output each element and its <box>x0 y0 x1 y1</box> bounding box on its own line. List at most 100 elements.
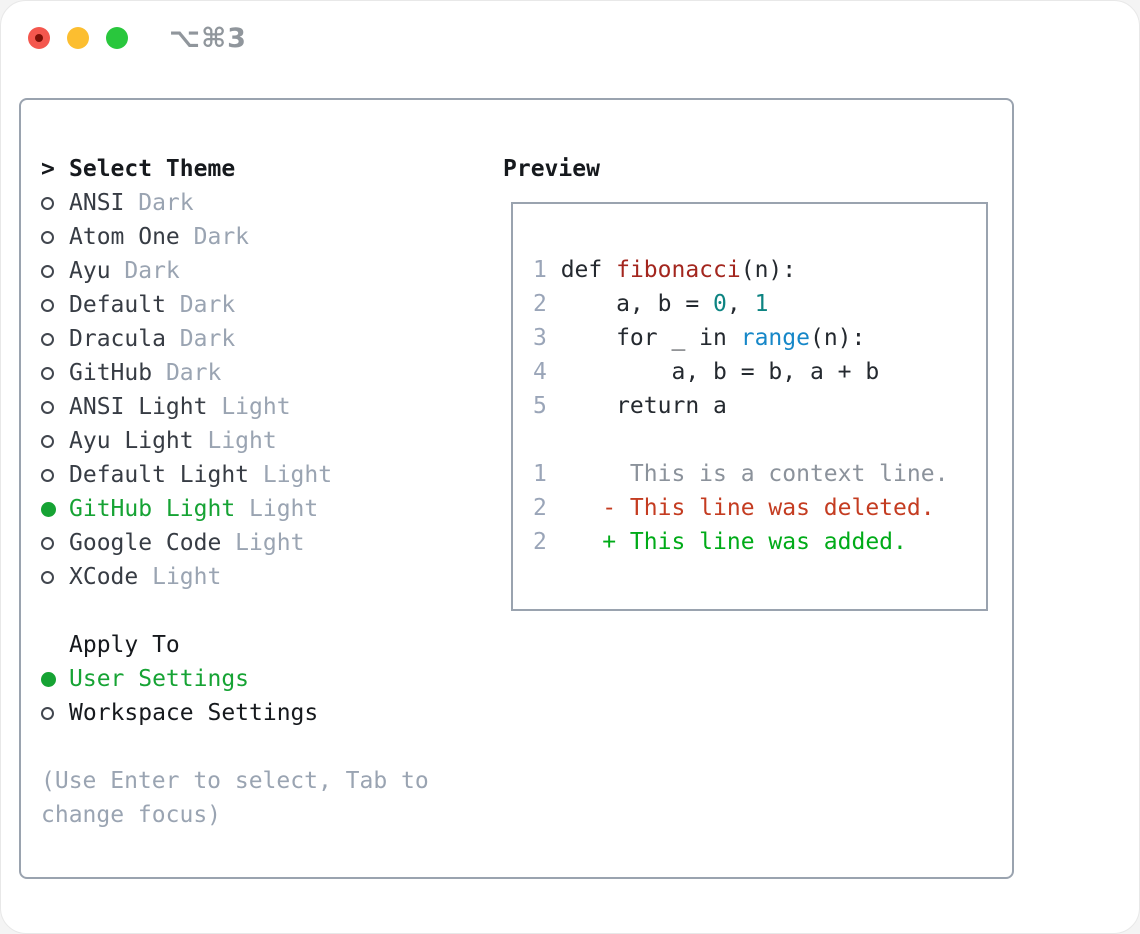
code-token-num: 0 <box>713 291 727 317</box>
select-theme-heading-row: > Select Theme <box>41 152 491 186</box>
radio-unselected-icon <box>41 706 54 720</box>
radio-unselected-icon <box>41 230 54 244</box>
theme-option-ansi[interactable]: ANSI Dark <box>41 186 491 220</box>
code-line: 2 + This line was added. <box>533 525 948 559</box>
radio-cell <box>41 298 69 312</box>
theme-name: ANSI <box>69 190 125 216</box>
theme-option-atom-one[interactable]: Atom One Dark <box>41 220 491 254</box>
code-token-add: + This line was added. <box>546 529 907 555</box>
code-token-func: fibonacci <box>616 257 741 283</box>
theme-variant: Light <box>249 462 333 488</box>
radio-selected-icon <box>41 671 56 687</box>
radio-unselected-icon <box>41 434 54 448</box>
radio-unselected-icon <box>41 468 54 482</box>
theme-name: Ayu <box>69 258 111 284</box>
code-line: 2 - This line was deleted. <box>533 491 948 525</box>
line-number: 4 <box>533 359 547 385</box>
theme-name: Atom One <box>69 224 180 250</box>
line-number: 1 <box>533 257 547 283</box>
theme-variant: Light <box>221 530 305 556</box>
apply-option-workspace-settings[interactable]: Workspace Settings <box>41 696 491 730</box>
radio-cell <box>41 332 69 346</box>
code-token-ink: (n): <box>809 325 866 351</box>
line-number: 5 <box>533 393 547 419</box>
radio-cell <box>41 671 69 687</box>
radio-unselected-icon <box>41 366 54 380</box>
radio-cell <box>41 536 69 550</box>
prompt-icon: > <box>41 156 55 182</box>
apply-to-heading: Apply To <box>69 632 180 658</box>
theme-name: GitHub <box>69 360 153 386</box>
radio-cell <box>41 434 69 448</box>
code-line: 2 a, b = 0, 1 <box>533 287 948 321</box>
theme-variant: Dark <box>165 326 236 352</box>
theme-option-default[interactable]: Default Dark <box>41 288 491 322</box>
titlebar: ⌥⌘3 <box>1 1 1139 75</box>
theme-option-github-light[interactable]: GitHub Light Light <box>41 492 491 526</box>
theme-option-google-code[interactable]: Google Code Light <box>41 526 491 560</box>
select-theme-heading: Select Theme <box>69 156 236 182</box>
code-blank-line <box>533 423 948 457</box>
line-number: 3 <box>533 325 547 351</box>
code-token-ink: def <box>546 257 617 283</box>
theme-name: Default Light <box>69 462 250 488</box>
radio-unselected-icon <box>41 298 54 312</box>
code-line: 1 def fibonacci(n): <box>533 253 948 287</box>
theme-name: XCode <box>69 564 139 590</box>
theme-variant: Dark <box>124 190 194 216</box>
radio-cell <box>41 706 69 720</box>
theme-variant: Dark <box>179 224 250 250</box>
radio-cell <box>41 196 69 210</box>
theme-option-dracula[interactable]: Dracula Dark <box>41 322 491 356</box>
theme-variant: Light <box>193 428 277 454</box>
radio-selected-icon <box>41 501 56 517</box>
apply-option-user-settings[interactable]: User Settings <box>41 662 491 696</box>
theme-option-ansi-light[interactable]: ANSI Light Light <box>41 390 491 424</box>
apply-to-heading-row: Apply To <box>41 628 491 662</box>
code-line: 1 This is a context line. <box>533 457 948 491</box>
code-line: 3 for _ in range(n): <box>533 321 948 355</box>
theme-name: Default <box>69 292 166 318</box>
theme-name: GitHub Light <box>69 496 236 522</box>
theme-variant: Dark <box>110 258 180 284</box>
close-button[interactable] <box>28 27 50 49</box>
code-token-ink: a, b = <box>546 291 714 317</box>
theme-option-github[interactable]: GitHub Dark <box>41 356 491 390</box>
radio-unselected-icon <box>41 264 54 278</box>
theme-option-xcode[interactable]: XCode Light <box>41 560 491 594</box>
radio-unselected-icon <box>41 196 54 210</box>
theme-variant: Light <box>138 564 222 590</box>
radio-cell <box>41 570 69 584</box>
theme-name: Ayu Light <box>69 428 194 454</box>
radio-cell <box>41 468 69 482</box>
radio-cell <box>41 264 69 278</box>
radio-cell <box>41 501 69 517</box>
code-line: 4 a, b = b, a + b <box>533 355 948 389</box>
zoom-button[interactable] <box>106 27 128 49</box>
theme-name: ANSI Light <box>69 394 208 420</box>
code-token-ink: return a <box>546 393 727 419</box>
minimize-button[interactable] <box>67 27 89 49</box>
radio-cell <box>41 366 69 380</box>
theme-variant: Dark <box>165 292 236 318</box>
line-number: 2 <box>533 291 547 317</box>
theme-name: Dracula <box>69 326 166 352</box>
radio-unselected-icon <box>41 570 54 584</box>
theme-option-default-light[interactable]: Default Light Light <box>41 458 491 492</box>
apply-option-label: User Settings <box>69 666 250 692</box>
code-token-num: 1 <box>754 291 769 317</box>
code-token-ink: (n): <box>740 257 797 283</box>
theme-option-ayu-light[interactable]: Ayu Light Light <box>41 424 491 458</box>
radio-unselected-icon <box>41 400 54 414</box>
line-number: 1 <box>533 461 547 487</box>
theme-option-ayu[interactable]: Ayu Dark <box>41 254 491 288</box>
code-token-del: - This line was deleted. <box>546 495 935 521</box>
code-token-ink: , <box>726 291 755 317</box>
theme-name: Google Code <box>69 530 222 556</box>
theme-variant: Light <box>235 496 319 522</box>
